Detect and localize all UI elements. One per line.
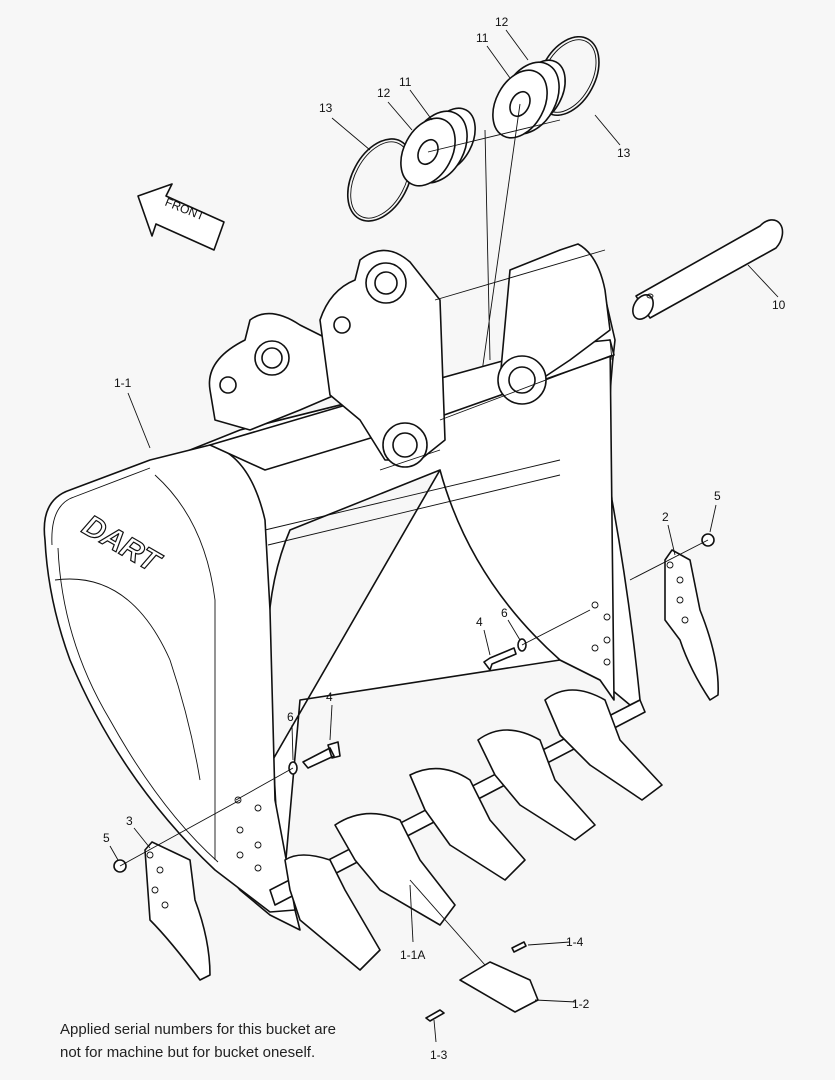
label-4: 4 — [326, 690, 333, 704]
side-cutter-2 — [664, 549, 719, 701]
label-11: 11 — [476, 31, 489, 45]
serial-number-note: Applied serial numbers for this bucket a… — [60, 1018, 336, 1064]
label-13: 13 — [617, 146, 631, 160]
pin-10 — [632, 219, 784, 320]
bolt-4-right — [483, 647, 517, 671]
tooth-1-2 — [459, 961, 539, 1013]
part-labels: 12 11 11 12 13 13 10 1-1 2 5 6 4 4 6 3 5… — [103, 15, 786, 1062]
front-arrow: FRONT — [137, 183, 225, 251]
label-1-2: 1-2 — [572, 997, 590, 1011]
label-6: 6 — [501, 606, 508, 620]
label-12: 12 — [377, 86, 391, 100]
label-6: 6 — [287, 710, 294, 724]
label-3: 3 — [126, 814, 133, 828]
label-1-4: 1-4 — [566, 935, 584, 949]
label-5: 5 — [103, 831, 110, 845]
label-13: 13 — [319, 101, 333, 115]
pin-1-4 — [511, 941, 527, 953]
side-cutter-3 — [144, 841, 211, 981]
label-11: 11 — [399, 75, 412, 89]
note-line-2: not for machine but for bucket oneself. — [60, 1044, 316, 1061]
label-1-1a: 1-1A — [400, 948, 425, 962]
note-line-1: Applied serial numbers for this bucket a… — [60, 1021, 336, 1038]
label-12: 12 — [495, 15, 509, 29]
lock-1-3 — [425, 1009, 445, 1022]
bolt-4-left — [302, 741, 341, 769]
o-ring-13-left — [346, 138, 414, 222]
label-4: 4 — [476, 615, 483, 629]
label-5: 5 — [714, 489, 721, 503]
label-10: 10 — [772, 298, 786, 312]
bucket-teeth — [284, 689, 663, 971]
label-1-1: 1-1 — [114, 376, 132, 390]
bushing-11-right — [492, 59, 566, 139]
label-1-3: 1-3 — [430, 1048, 448, 1062]
bushing-11-left — [400, 107, 476, 187]
label-2: 2 — [662, 510, 669, 524]
